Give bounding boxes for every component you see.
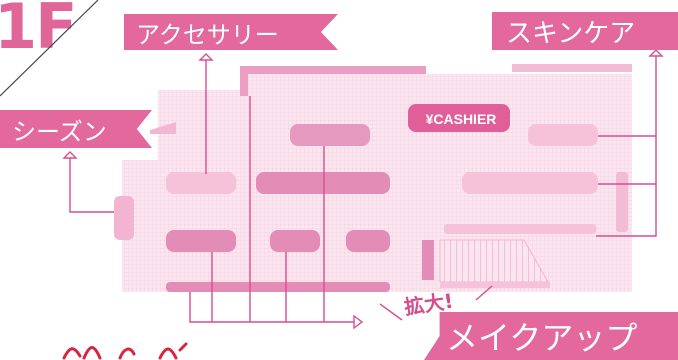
shelf-center-top bbox=[290, 124, 370, 146]
shelf-skincare-wall bbox=[616, 172, 628, 232]
makeup-display-base bbox=[440, 282, 550, 288]
floor-label: 1F bbox=[0, 0, 77, 63]
top-wall-left bbox=[240, 66, 426, 74]
shelf-skincare-bottom bbox=[444, 224, 596, 234]
section-banner-skincare: スキンケア bbox=[492, 12, 678, 50]
section-banner-makeup: メイクアップ bbox=[424, 312, 678, 360]
season-shelf bbox=[114, 196, 134, 240]
shelf-row-3 bbox=[346, 230, 390, 252]
shelf-skincare-mid bbox=[462, 172, 598, 194]
shelf-center-mid bbox=[256, 172, 390, 194]
shelf-skincare-top bbox=[528, 124, 598, 146]
top-wall-left-vertical bbox=[240, 66, 248, 96]
top-wall-right bbox=[512, 64, 632, 72]
makeup-pillar bbox=[422, 240, 434, 280]
shelf-row-1 bbox=[166, 230, 236, 252]
shelf-row-2 bbox=[270, 230, 320, 252]
cashier-label: ¥CASHIER bbox=[425, 111, 497, 127]
handwritten-script-decoration bbox=[62, 342, 188, 360]
section-banner-season: シーズン bbox=[0, 110, 152, 148]
section-banner-accessory: アクセサリー bbox=[124, 14, 338, 50]
bottom-wall-shelf bbox=[166, 282, 390, 292]
shelf-accessory bbox=[166, 172, 236, 194]
cashier-counter bbox=[408, 104, 510, 132]
floor-corner-wedge bbox=[150, 122, 176, 134]
